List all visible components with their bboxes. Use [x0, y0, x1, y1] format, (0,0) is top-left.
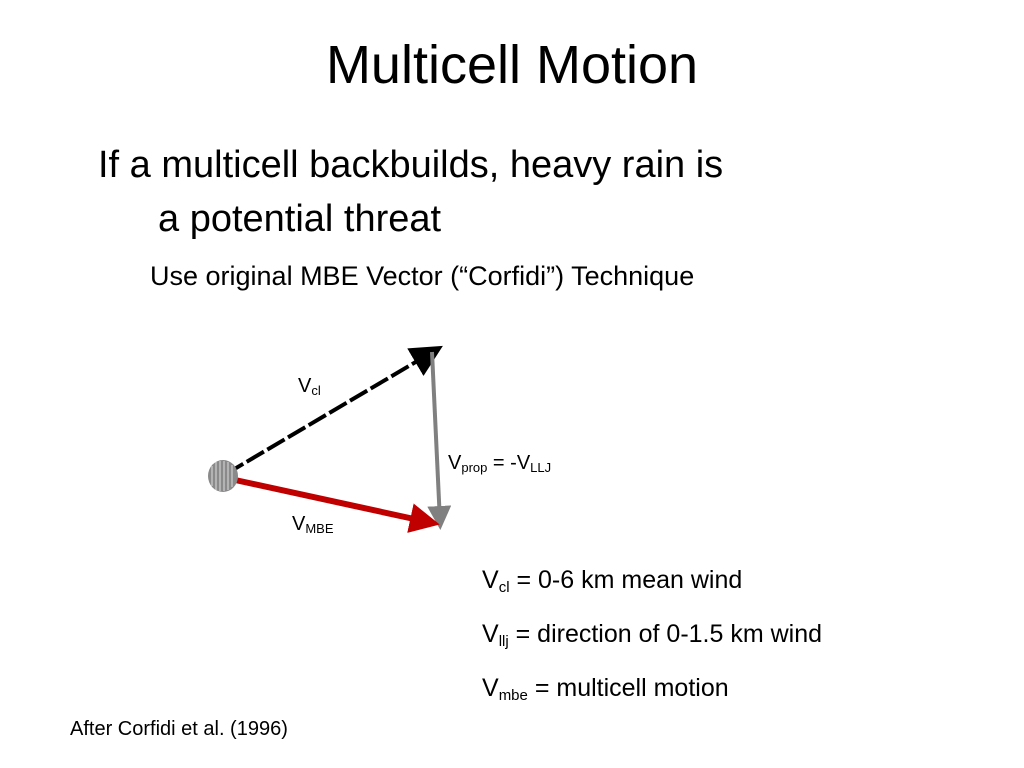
vcl-arrow: [224, 345, 443, 476]
definition-vmbe: Vmbe = multicell motion: [482, 674, 729, 704]
slide-title: Multicell Motion: [325, 35, 699, 95]
vcl-label: Vcl: [298, 375, 321, 398]
vmbe-arrow: [225, 475, 440, 533]
bullet-line-1: If a multicell backbuilds, heavy rain is: [98, 144, 724, 186]
definition-vcl: Vcl = 0-6 km mean wind: [482, 566, 743, 596]
source-citation: After Corfidi et al. (1996): [70, 718, 288, 740]
vprop-label: Vprop = -VLLJ: [448, 452, 552, 475]
bullet-line-2: a potential threat: [158, 198, 442, 240]
vprop-arrow: [427, 351, 452, 530]
definition-vllj: Vllj = direction of 0-1.5 km wind: [482, 620, 823, 650]
technique-subline: Use original MBE Vector (“Corfidi”) Tech…: [150, 261, 695, 291]
vmbe-label: VMBE: [292, 513, 334, 536]
storm-cell-hatching: [211, 461, 233, 491]
